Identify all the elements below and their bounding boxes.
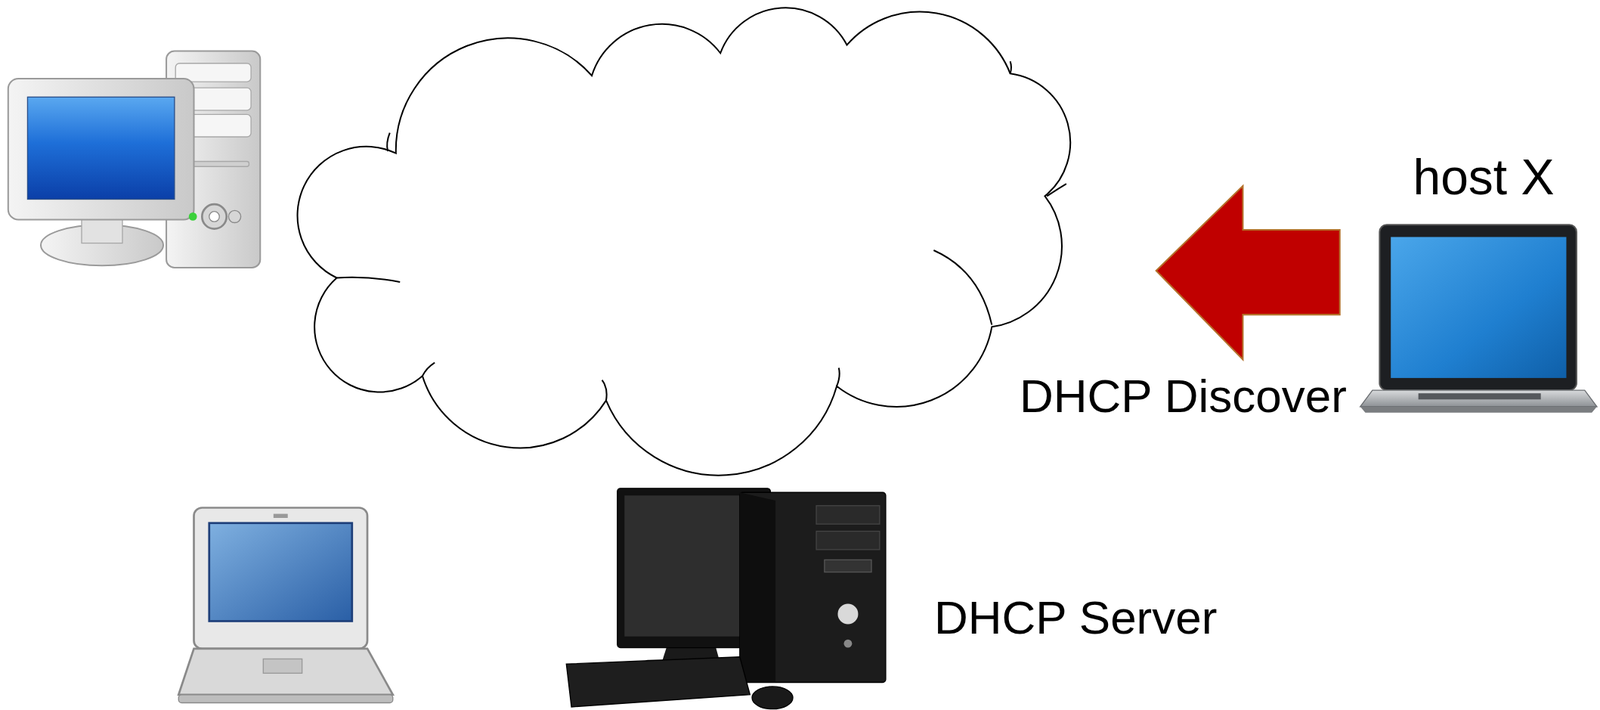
- device-label-node: DHCP Server: [929, 587, 1222, 647]
- device-label-node: host X: [1408, 145, 1559, 210]
- host-laptop-icon: [1360, 224, 1597, 413]
- device-name: host X: [1412, 148, 1554, 207]
- device-name: DHCP Server: [934, 590, 1217, 644]
- network-cloud: [297, 7, 1071, 475]
- message-label: DHCP Discover: [1019, 368, 1347, 423]
- desktop-computer-icon: [8, 51, 260, 268]
- server-computer-icon: [566, 488, 886, 709]
- laptop-icon: [178, 507, 394, 703]
- message-arrow: [1156, 185, 1341, 360]
